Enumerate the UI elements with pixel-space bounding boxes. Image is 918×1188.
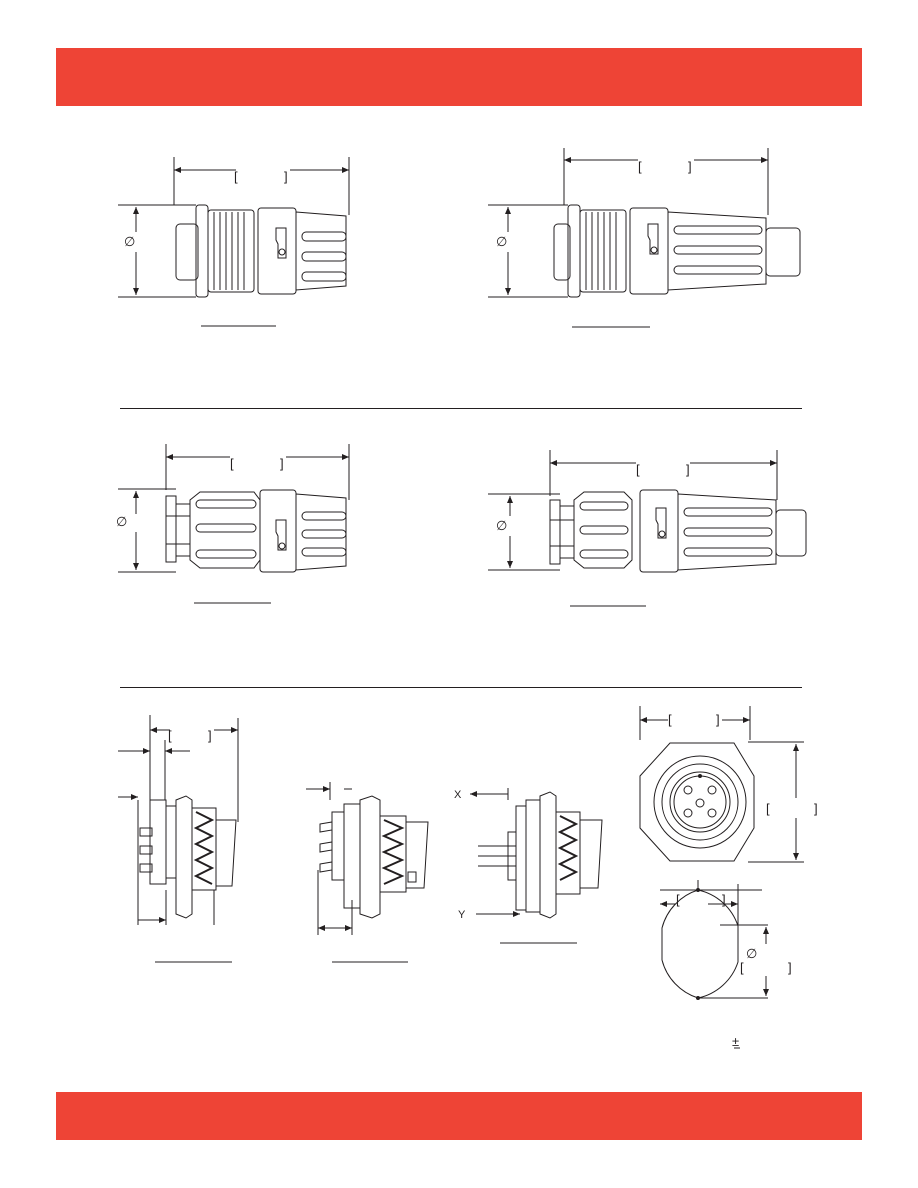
receptacle-rear-mount-drawing [118, 715, 239, 963]
dim-bracket-close: ] [208, 728, 212, 743]
dim-bracket-open: [ [638, 159, 642, 174]
dim-bracket-close: ] [284, 169, 288, 184]
receptacle-face-view-drawing [639, 706, 804, 863]
dim-bracket-close: ] [716, 712, 720, 727]
footer-band [56, 1092, 862, 1140]
dim-bracket-close: ] [686, 462, 690, 477]
dim-bracket-close: ] [688, 159, 692, 174]
dim-bracket-close: ] [814, 801, 818, 816]
plug-receptacle-cable-drawing [488, 450, 807, 607]
dim-bracket-open: [ [740, 960, 744, 975]
dim-bracket-open: [ [230, 456, 234, 471]
dim-bracket-open: [ [168, 728, 172, 743]
datum-x-label: X [454, 789, 462, 801]
receptacle-pcb-drawing [306, 782, 429, 963]
diameter-symbol: ∅ [746, 946, 757, 961]
dim-bracket-open: [ [676, 892, 680, 907]
plug-receptacle-drawing [118, 444, 350, 604]
dim-bracket-open: [ [668, 712, 672, 727]
diameter-symbol: ∅ [496, 518, 507, 533]
section-divider-2 [120, 687, 802, 688]
plug-straight-drawing [118, 157, 350, 327]
plug-straight-cable-drawing [488, 148, 801, 328]
dim-bracket-close: ] [722, 892, 726, 907]
datum-y-label: Y [458, 909, 466, 921]
dim-bracket-open: [ [766, 801, 770, 816]
diameter-symbol: ∅ [124, 234, 135, 249]
dimension-text: [ ] ∅ [ ] ∅ [ ] ∅ [ ] ∅ [ ] X Y [ ] [ ] … [116, 159, 818, 1049]
dim-bracket-open: [ [636, 462, 640, 477]
section-divider-1 [120, 408, 802, 409]
receptacle-front-mount-drawing [470, 788, 603, 944]
tolerance-symbol: ± [732, 1034, 739, 1049]
diameter-symbol: ∅ [496, 234, 507, 249]
dim-bracket-close: ] [280, 456, 284, 471]
header-band [56, 48, 862, 106]
dim-bracket-open: [ [234, 169, 238, 184]
dim-bracket-close: ] [788, 960, 792, 975]
panel-cutout-drawing [660, 880, 769, 1049]
diameter-symbol: ∅ [116, 514, 127, 529]
